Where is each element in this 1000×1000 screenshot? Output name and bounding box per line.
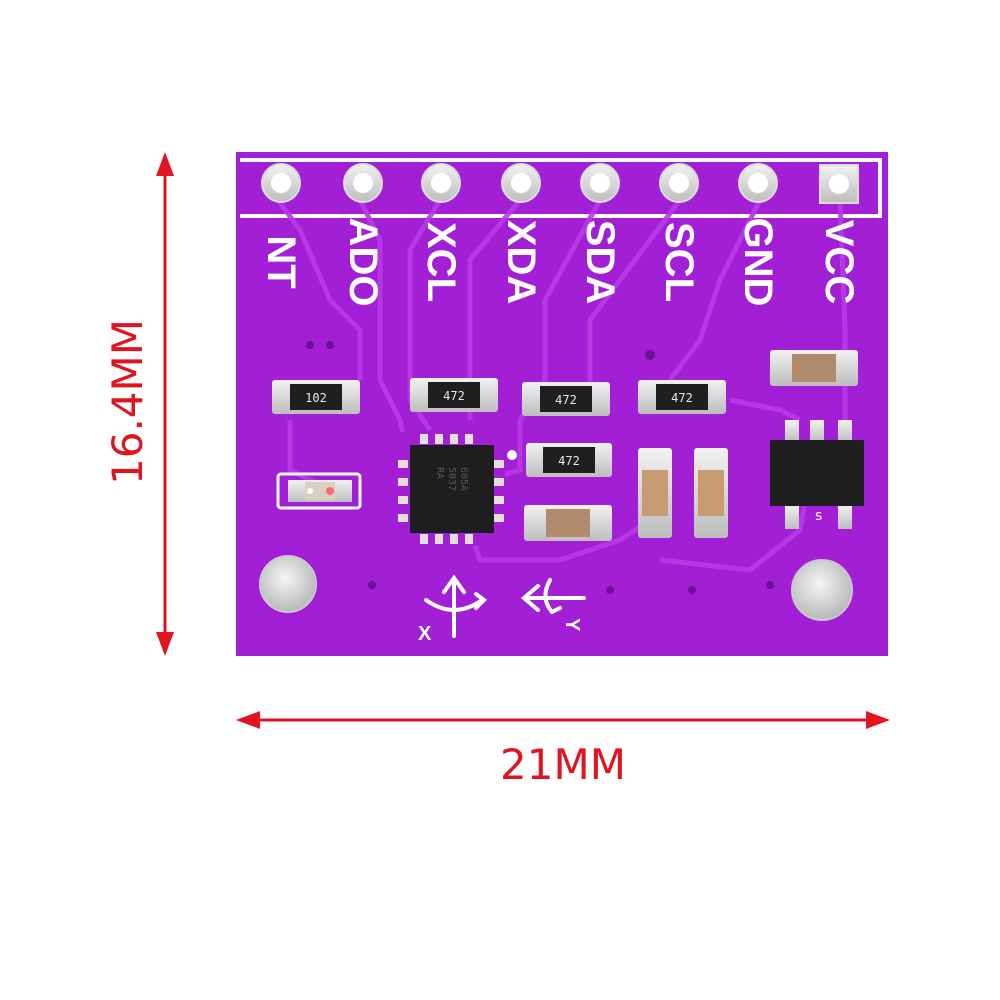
mounting-hole-right — [791, 559, 853, 621]
resistor-r2-code: 472 — [443, 389, 465, 403]
height-dimension-label: 16.4MM — [103, 319, 152, 485]
resistor-r5-code: 472 — [558, 454, 580, 468]
chip-marking-line-2: 5037 — [446, 467, 457, 491]
vias — [306, 341, 774, 594]
pin-label-sda: SDA — [578, 219, 622, 305]
capacitor-c1 — [524, 505, 612, 541]
pin-label-xda: XDA — [499, 219, 543, 305]
chip-marking-line-3: RA — [434, 467, 445, 479]
voltage-regulator: s — [770, 420, 864, 529]
sensor-chip: 605A 5037 RA — [397, 432, 505, 546]
width-dimension-arrow — [236, 711, 890, 729]
capacitor-c4 — [694, 448, 728, 538]
resistor-r1-code: 102 — [305, 391, 327, 405]
resistor-r4-code: 472 — [671, 391, 693, 405]
mounting-hole-left — [259, 555, 317, 613]
capacitor-c3 — [638, 448, 672, 538]
resistor-r3-code: 472 — [555, 393, 577, 407]
header-pins — [261, 163, 859, 204]
pin-label-vcc: VCC — [817, 219, 861, 305]
resistor-r5: 472 — [526, 443, 612, 477]
height-dimension-arrow — [156, 152, 174, 656]
capacitor-c2 — [770, 350, 858, 386]
regulator-pin-marker: s — [815, 508, 822, 524]
pin-label-gnd: GND — [736, 217, 780, 307]
pin-label-xcl: XCL — [419, 222, 463, 302]
axis-indicator — [424, 574, 586, 638]
y-axis-label: Y — [561, 618, 583, 632]
resistor-r1: 102 — [272, 380, 360, 414]
resistor-r3: 472 — [522, 382, 610, 416]
led — [276, 472, 362, 510]
width-dimension-label: 21MM — [500, 740, 626, 789]
pin-label-nt: NT — [259, 235, 303, 289]
pin-label-scl: SCL — [657, 222, 701, 302]
resistor-r2: 472 — [410, 378, 498, 412]
pcb-board: 102 472 472 472 472 — [236, 152, 888, 656]
x-axis-label: X — [418, 623, 432, 645]
pcb-traces — [275, 198, 848, 573]
chip-marking-line-1: 605A — [458, 467, 469, 491]
resistor-r4: 472 — [638, 380, 726, 414]
pin-label-ado: ADO — [341, 217, 385, 307]
